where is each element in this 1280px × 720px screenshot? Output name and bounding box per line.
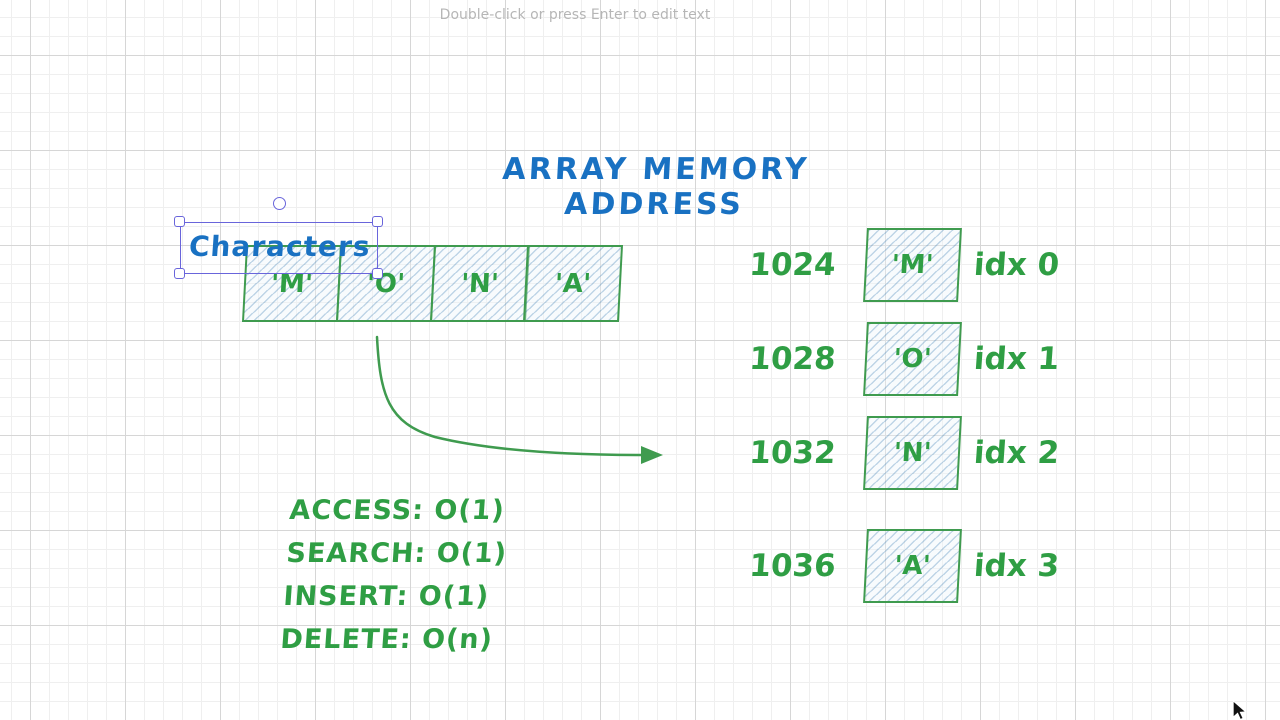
memory-cell-box[interactable]: 'A'	[863, 529, 962, 603]
complexity-line: INSERT: O(1)	[282, 581, 491, 612]
memory-row: 1024 'M' idx 0	[740, 228, 1061, 302]
memory-row: 1028 'O' idx 1	[740, 322, 1061, 396]
selection-handle-bottom-left[interactable]	[174, 268, 185, 279]
complexity-line: SEARCH: O(1)	[285, 538, 509, 569]
complexity-notes[interactable]: ACCESS: O(1) SEARCH: O(1) INSERT: O(1) D…	[279, 489, 512, 661]
memory-address[interactable]: 1024	[748, 247, 837, 283]
selection-box[interactable]	[180, 222, 378, 274]
memory-row: 1032 'N' idx 2	[740, 416, 1061, 490]
selection-handle-top-left[interactable]	[174, 216, 185, 227]
array-cell[interactable]: 'A'	[523, 245, 624, 322]
memory-index-label[interactable]: idx 3	[972, 548, 1061, 584]
edit-hint-text: Double-click or press Enter to edit text	[439, 7, 711, 23]
memory-cell-box[interactable]: 'M'	[863, 228, 962, 302]
array-label-text[interactable]: Characters	[187, 230, 372, 263]
arrow-path	[375, 335, 645, 457]
selection-handle-top-right[interactable]	[372, 216, 383, 227]
memory-cell-box[interactable]: 'N'	[863, 416, 962, 490]
complexity-line: DELETE: O(n)	[279, 624, 494, 655]
memory-cell-box[interactable]: 'O'	[863, 322, 962, 396]
mouse-cursor-icon	[1233, 701, 1247, 720]
memory-index-label[interactable]: idx 1	[972, 341, 1061, 377]
memory-index-label[interactable]: idx 0	[972, 247, 1061, 283]
arrow-head-icon	[641, 446, 663, 464]
curved-arrow[interactable]	[340, 325, 680, 470]
array-cell[interactable]: 'N'	[429, 245, 530, 322]
memory-address[interactable]: 1028	[748, 341, 837, 377]
selection-handle-bottom-right[interactable]	[372, 268, 383, 279]
diagram-title[interactable]: ARRAY MEMORY ADDRESS	[501, 152, 811, 222]
memory-index-label[interactable]: idx 2	[972, 435, 1061, 471]
complexity-line: ACCESS: O(1)	[288, 495, 506, 526]
memory-address[interactable]: 1032	[748, 435, 837, 471]
selection-rotate-handle[interactable]	[273, 197, 286, 210]
memory-address[interactable]: 1036	[748, 548, 837, 584]
memory-row: 1036 'A' idx 3	[740, 529, 1061, 603]
